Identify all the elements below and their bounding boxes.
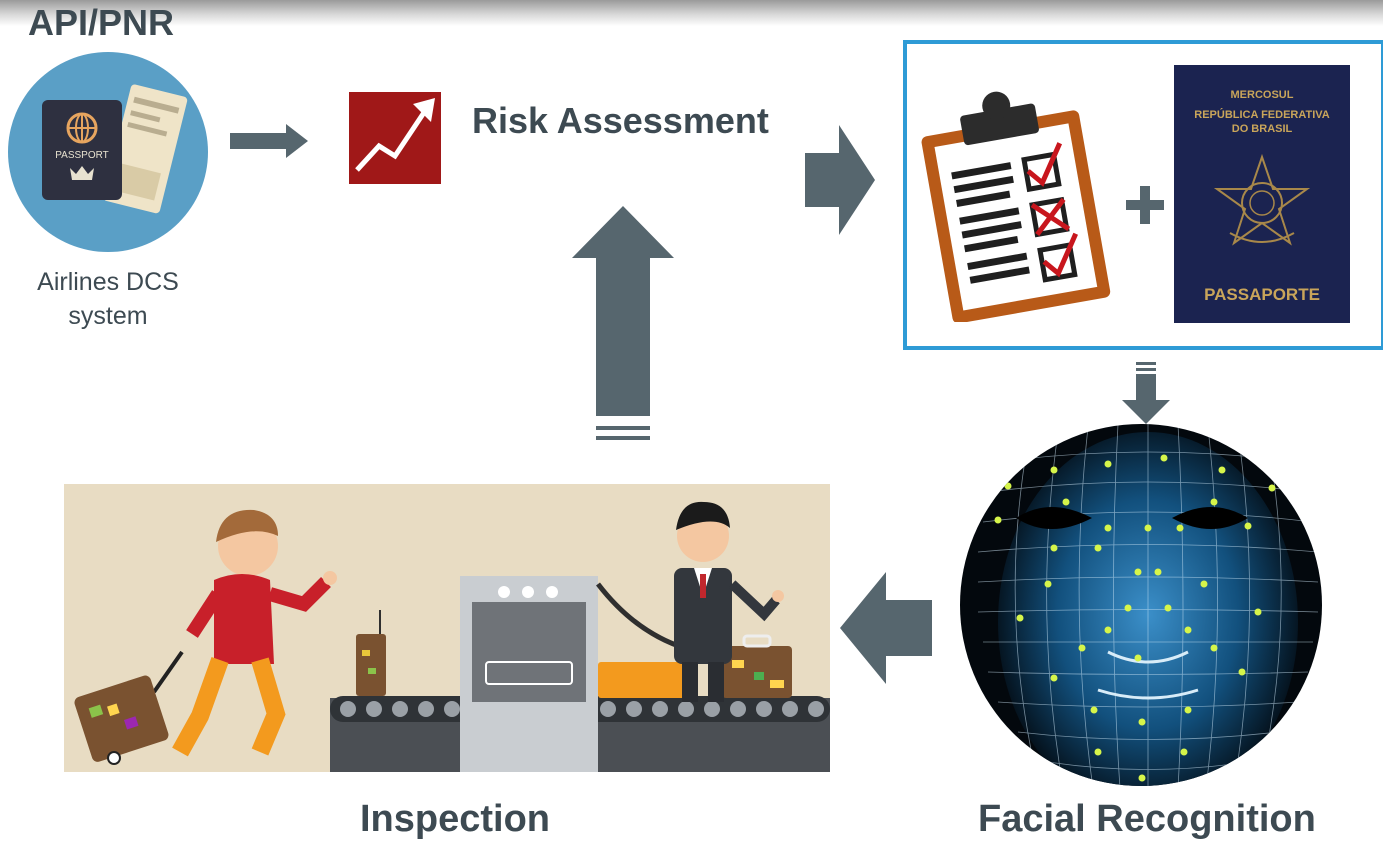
api-pnr-title: API/PNR	[28, 2, 175, 43]
airlines-dcs-line2: system	[68, 302, 148, 330]
arrow-down-small	[1122, 362, 1170, 424]
inspection-title: Inspection	[360, 798, 551, 840]
passport-mercosul: MERCOSUL	[1230, 89, 1294, 101]
passport-icon-text: PASSPORT	[55, 150, 109, 161]
passport-republica: REPÚBLICA FEDERATIVA	[1194, 109, 1330, 121]
airport-inspection-illustration	[64, 484, 830, 772]
arrow-right-small	[230, 124, 308, 158]
arrow-left	[840, 572, 932, 684]
passport-ticket-icon: PASSPORT	[8, 52, 208, 252]
arrow-right-large	[805, 125, 875, 235]
rising-chart-icon	[349, 92, 441, 184]
passport-passaporte: PASSAPORTE	[1204, 285, 1320, 304]
brazil-passport-icon: MERCOSUL REPÚBLICA FEDERATIVA DO BRASIL …	[1174, 65, 1350, 323]
checklist-icon	[921, 91, 1111, 322]
arrow-up-large	[572, 206, 674, 440]
facial-recognition-title: Facial Recognition	[978, 798, 1316, 840]
airlines-dcs-label: Airlines DCS system	[8, 265, 208, 333]
plus-icon	[1126, 186, 1164, 224]
brazil-coat-of-arms-icon	[1213, 153, 1311, 246]
top-gradient-bar	[0, 0, 1383, 26]
passport-brasil: DO BRASIL	[1231, 123, 1293, 135]
face-scan-icon	[960, 424, 1322, 786]
risk-assessment-title: Risk Assessment	[472, 100, 769, 141]
airlines-dcs-line1: Airlines DCS	[37, 268, 179, 296]
